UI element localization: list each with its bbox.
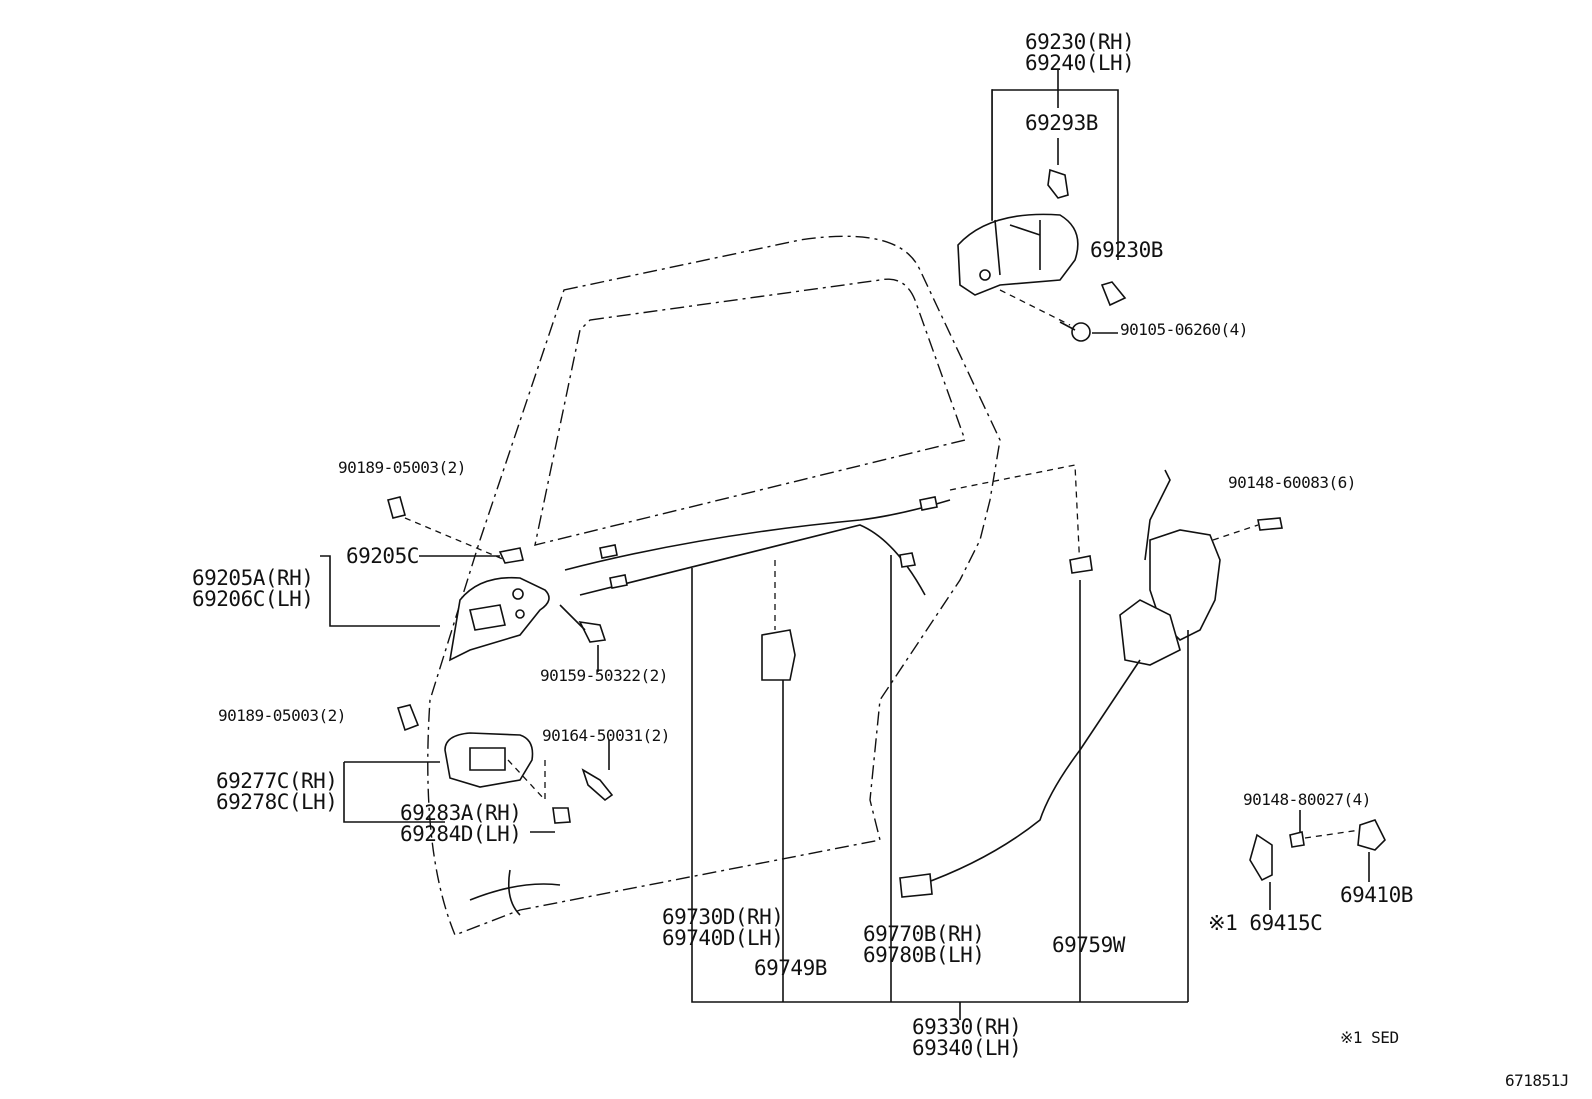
part-number-90159: 90159-50322(2) (540, 666, 668, 685)
part-number-69340-lh: 69340(LH) (912, 1036, 1022, 1060)
part-number-90189-upper: 90189-05003(2) (338, 458, 466, 477)
cables (564, 496, 951, 596)
label-90148-upper: 90148-60083(6) (1228, 475, 1356, 491)
part-number-69278c-lh: 69278C(LH) (216, 790, 338, 814)
label-69205a: 69205A(RH) 69206C(LH) (192, 566, 314, 611)
label-90105: 90105-06260(4) (1120, 322, 1248, 338)
label-90148-lower: 90148-80027(4) (1243, 792, 1371, 808)
part-number-69780b-lh: 69780B(LH) (863, 943, 985, 967)
outside-handle (957, 168, 1127, 342)
inside-handle (387, 496, 607, 662)
figure-id-text: 671851J (1505, 1071, 1569, 1090)
label-90189-lower: 90189-05003(2) (218, 708, 346, 724)
part-number-69759w: 69759W (1052, 933, 1125, 957)
part-number-69205a-rh: 69205A(RH) (192, 566, 314, 590)
part-number-69277c-rh: 69277C(RH) (216, 769, 338, 793)
label-69730d: 69730D(RH) 69740D(LH) (662, 905, 784, 950)
label-69759w: 69759W (1052, 935, 1125, 956)
part-number-69770b-rh: 69770B(RH) (863, 922, 985, 946)
label-90159: 90159-50322(2) (540, 668, 668, 684)
label-90164: 90164-50031(2) (542, 728, 670, 744)
figure-id: 671851J (1505, 1073, 1569, 1089)
label-90189-upper: 90189-05003(2) (338, 460, 466, 476)
door-outline (427, 235, 1001, 936)
label-69415c: ※1 69415C (1208, 911, 1323, 935)
label-69293b: 69293B (1025, 113, 1098, 134)
label-69230b: 69230B (1090, 240, 1163, 261)
part-number-69749b: 69749B (754, 956, 827, 980)
part-number-69240-lh: 69240(LH) (1025, 51, 1135, 75)
part-number-69205c: 69205C (346, 544, 419, 568)
label-69283a: 69283A(RH) 69284D(LH) (400, 801, 522, 846)
part-number-90189-lower: 90189-05003(2) (218, 706, 346, 725)
part-number-69410b: 69410B (1340, 883, 1413, 907)
note-sed: ※1 SED (1340, 1030, 1399, 1046)
striker-assembly (1249, 819, 1386, 882)
part-number-90105: 90105-06260(4) (1120, 320, 1248, 339)
part-number-69740d-lh: 69740D(LH) (662, 926, 784, 950)
part-number-69284d-lh: 69284D(LH) (400, 822, 522, 846)
part-number-90148-upper: 90148-60083(6) (1228, 473, 1356, 492)
cable-clamp (761, 555, 1093, 681)
label-69749b: 69749B (754, 958, 827, 979)
part-number-69415c: ※1 69415C (1208, 911, 1323, 935)
part-number-69730d-rh: 69730D(RH) (662, 905, 784, 929)
label-69205c: 69205C (346, 546, 419, 567)
label-69410b: 69410B (1340, 885, 1413, 906)
label-69277c: 69277C(RH) 69278C(LH) (216, 769, 338, 814)
part-number-69206c-lh: 69206C(LH) (192, 587, 314, 611)
part-number-69330-rh: 69330(RH) (912, 1015, 1022, 1039)
part-number-69283a-rh: 69283A(RH) (400, 801, 522, 825)
inside-bezel (396, 704, 614, 824)
part-number-90148-lower: 90148-80027(4) (1243, 790, 1371, 809)
label-69330: 69330(RH) 69340(LH) (912, 1015, 1022, 1060)
label-69230: 69230(RH) 69240(LH) (1025, 30, 1135, 75)
label-69770b: 69770B(RH) 69780B(LH) (863, 922, 985, 967)
door-lock-assembly (899, 469, 1283, 898)
part-number-69230b: 69230B (1090, 238, 1163, 262)
note-sed-text: ※1 SED (1340, 1028, 1399, 1047)
part-number-69293b: 69293B (1025, 111, 1098, 135)
part-number-90164: 90164-50031(2) (542, 726, 670, 745)
part-number-69230-rh: 69230(RH) (1025, 30, 1135, 54)
